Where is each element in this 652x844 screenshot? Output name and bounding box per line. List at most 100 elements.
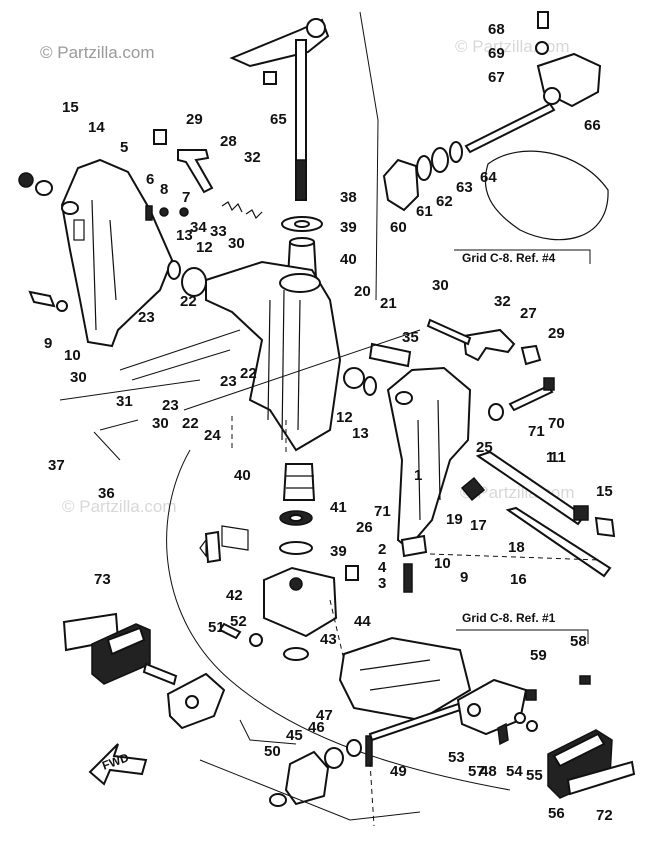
part-number-label: 61 [416,203,433,220]
part-number-label: 54 [506,763,523,780]
grid-ref-4: Grid C-8. Ref. #4 [454,249,591,265]
part-number-label: 42 [226,587,243,604]
part-number-label: 66 [584,117,601,134]
part-number-label: 68 [488,21,505,38]
part-number-label: 73 [94,571,111,588]
part-number-label: 57 [468,763,485,780]
part-number-label: 22 [182,415,199,432]
part-number-label: 29 [186,111,203,128]
part-number-label: 14 [88,119,105,136]
part-number-label: 47 [316,707,333,724]
grid-ref-text: Grid C-8. Ref. #1 [462,611,556,625]
part-labels: 1 1 2 3 4 5 6 7 8 9 9 10 10 11 12 12 13 … [44,21,613,824]
part-number-label: 27 [520,305,537,322]
part-number-label: 45 [286,727,303,744]
part-number-label: 13 [352,425,369,442]
bolt-9 [28,290,56,308]
part-number-label: 40 [340,251,357,268]
rubber-mount-45 [284,750,330,806]
part-number-label: 1 [546,449,554,466]
part-number-label: 3 [378,575,386,592]
clamp-bracket-right [386,366,472,550]
part-number-label: 13 [176,227,193,244]
part-number-label: 29 [548,325,565,342]
part-number-label: 37 [48,457,65,474]
part-number-label: 56 [548,805,565,822]
part-number-label: 31 [116,393,133,410]
part-number-label: 4 [378,559,387,576]
washer-14 [35,180,53,196]
part-number-label: 70 [548,415,565,432]
part-number-label: 1 [414,467,422,484]
part-number-label: 33 [210,223,227,240]
part-number-label: 28 [220,133,237,150]
part-number-label: 30 [432,277,449,294]
washer-39b [279,541,313,555]
part-number-label: 44 [354,613,371,630]
part-number-label: 9 [460,569,468,586]
grid-ref-text: Grid C-8. Ref. #4 [462,251,556,265]
lower-mount-housing [338,636,472,722]
washer-13 [167,260,181,280]
part-number-label: 18 [508,539,525,556]
part-number-label: 63 [456,179,473,196]
part-number-label: 24 [204,427,221,444]
part-number-label: 35 [402,329,419,346]
part-number-label: 67 [488,69,505,86]
part-number-label: 30 [152,415,169,432]
part-number-label: 23 [220,373,237,390]
part-number-label: 64 [480,169,497,186]
nut-15 [18,172,34,188]
part-number-label: 22 [180,293,197,310]
bolt-64 [464,102,556,154]
part-number-label: 32 [244,149,261,166]
part-number-label: 23 [162,397,179,414]
part-number-label: 23 [138,309,155,326]
part-number-label: 20 [354,283,371,300]
part-number-label: 52 [230,613,247,630]
block-2 [400,534,428,558]
part-number-label: 10 [64,347,81,364]
washer-10 [56,300,68,312]
part-number-label: 40 [234,467,251,484]
part-number-label: 36 [98,485,115,502]
part-number-label: 65 [270,111,287,128]
plate-72 [566,760,636,796]
pin-35 [368,342,412,368]
bolt-70 [508,384,554,412]
part-number-label: 15 [596,483,613,500]
part-number-label: 7 [182,189,190,206]
part-number-label: 71 [528,423,545,440]
watermark: © Partzilla.com [40,43,155,62]
part-number-label: 12 [196,239,213,256]
clamp-bracket-left [60,158,174,348]
part-number-label: 30 [228,235,245,252]
part-number-label: 10 [434,555,451,572]
part-number-label: 48 [480,763,497,780]
part-number-label: 8 [160,181,168,198]
nut-15b [594,516,616,538]
part-number-label: 50 [264,743,281,760]
bushing-40b [282,463,316,501]
part-number-label: 25 [476,439,493,456]
lever-28 [177,149,214,194]
part-number-label: 46 [308,719,325,736]
part-number-label: 38 [340,189,357,206]
part-number-label: 58 [570,633,587,650]
part-number-label: 11 [550,449,566,466]
part-number-label: 15 [62,99,79,116]
watermark: © Partzilla.com [455,37,570,56]
part-number-label: 43 [320,631,337,648]
bushing-12b [343,367,365,389]
part-number-label: 32 [494,293,511,310]
part-number-label: 39 [330,543,347,560]
part-number-label: 12 [336,409,353,426]
part-number-label: 9 [44,335,52,352]
part-number-label: 49 [390,763,407,780]
part-number-label: 62 [436,193,453,210]
part-number-label: 6 [146,171,154,188]
part-number-label: 34 [190,219,207,236]
part-number-label: 39 [340,219,357,236]
part-number-label: 5 [120,139,128,156]
steering-arm [229,18,330,201]
